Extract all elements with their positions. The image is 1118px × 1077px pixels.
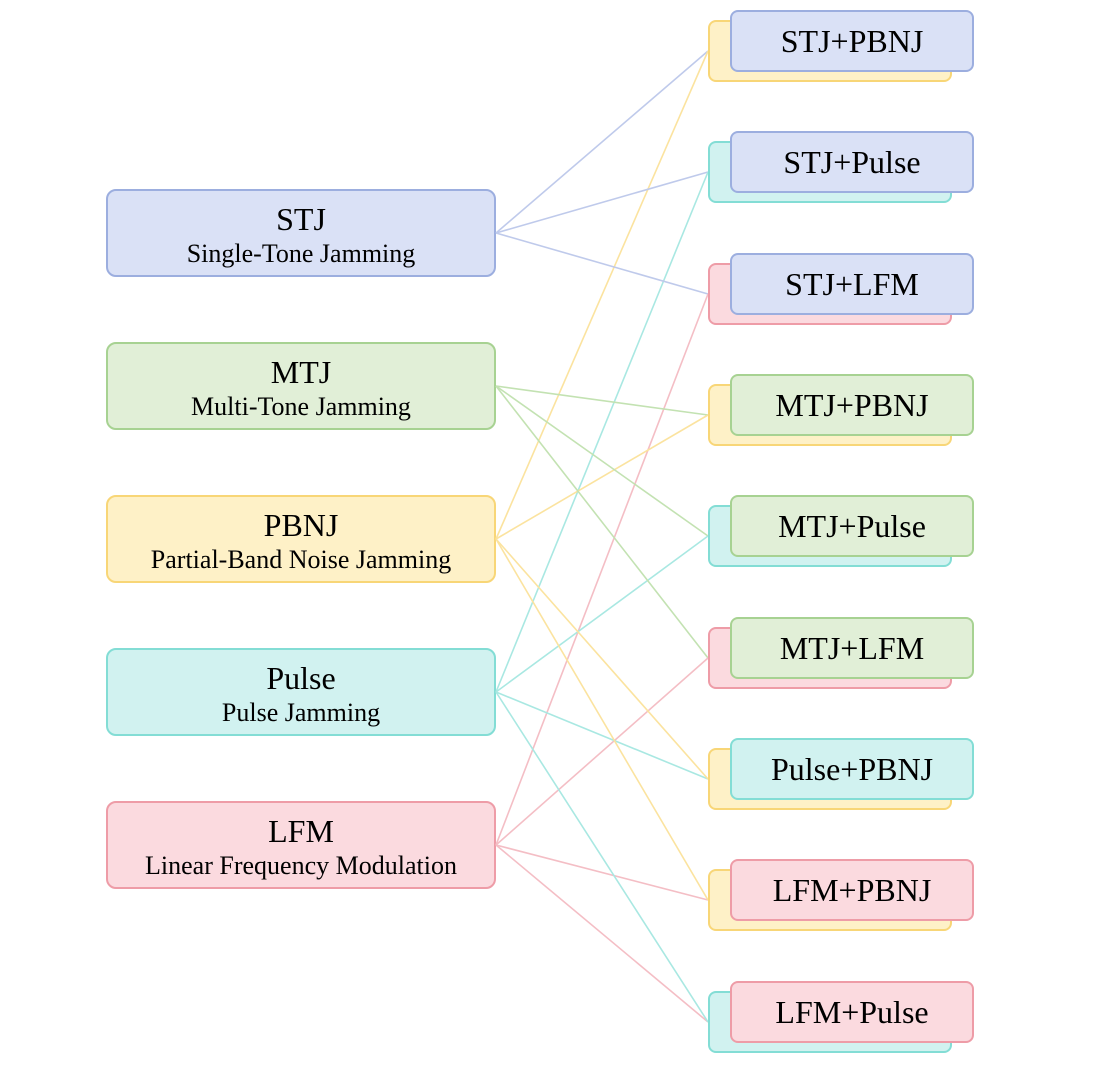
source-title: STJ (276, 201, 326, 237)
connector-pbnj-to-mtj-pbnj (495, 414, 709, 540)
source-node-lfm: LFM Linear Frequency Modulation (106, 801, 496, 889)
target-label: STJ+LFM (730, 253, 974, 315)
connector-mtj-to-mtj-pbnj (495, 385, 709, 416)
connector-pulse-to-mtj-pulse (495, 535, 709, 693)
connector-pbnj-to-lfm-pbnj (495, 538, 709, 901)
connector-lfm-to-mtj-lfm (495, 657, 709, 846)
source-title: MTJ (270, 354, 332, 390)
target-label: Pulse+PBNJ (730, 738, 974, 800)
connector-pulse-to-stj-pulse (495, 171, 709, 693)
source-title: PBNJ (263, 507, 339, 543)
target-node-stj-lfm: STJ+LFM (708, 253, 974, 325)
target-label: LFM+PBNJ (730, 859, 974, 921)
target-label: MTJ+LFM (730, 617, 974, 679)
source-node-mtj: MTJ Multi-Tone Jamming (106, 342, 496, 430)
connector-lfm-to-stj-lfm (495, 293, 709, 846)
connector-pbnj-to-pulse-pbnj (495, 538, 709, 780)
target-node-pulse-pbnj: Pulse+PBNJ (708, 738, 974, 810)
target-node-stj-pulse: STJ+Pulse (708, 131, 974, 203)
source-subtitle: Pulse Jamming (221, 698, 381, 727)
target-label: MTJ+PBNJ (730, 374, 974, 436)
target-label: MTJ+Pulse (730, 495, 974, 557)
source-title: LFM (268, 813, 334, 849)
source-subtitle: Multi-Tone Jamming (191, 392, 411, 421)
connector-mtj-to-mtj-pulse (495, 385, 709, 537)
connector-pulse-to-pulse-pbnj (495, 691, 709, 780)
connector-stj-to-stj-pbnj (495, 50, 709, 234)
target-node-mtj-lfm: MTJ+LFM (708, 617, 974, 689)
target-node-mtj-pbnj: MTJ+PBNJ (708, 374, 974, 446)
target-label: STJ+PBNJ (730, 10, 974, 72)
connector-stj-to-stj-lfm (495, 232, 709, 295)
source-subtitle: Single-Tone Jamming (186, 239, 416, 268)
connector-pbnj-to-stj-pbnj (495, 50, 709, 540)
target-node-lfm-pbnj: LFM+PBNJ (708, 859, 974, 931)
connector-stj-to-stj-pulse (495, 171, 709, 234)
connector-mtj-to-mtj-lfm (495, 385, 709, 659)
connector-lfm-to-lfm-pulse (495, 844, 709, 1023)
source-subtitle: Partial-Band Noise Jamming (150, 545, 452, 574)
source-node-stj: STJ Single-Tone Jamming (106, 189, 496, 277)
source-title: Pulse (266, 660, 336, 696)
source-subtitle: Linear Frequency Modulation (145, 851, 457, 880)
connector-pulse-to-lfm-pulse (495, 691, 709, 1023)
target-label: LFM+Pulse (730, 981, 974, 1043)
target-node-stj-pbnj: STJ+PBNJ (708, 10, 974, 82)
source-node-pulse: Pulse Pulse Jamming (106, 648, 496, 736)
target-label: STJ+Pulse (730, 131, 974, 193)
target-node-lfm-pulse: LFM+Pulse (708, 981, 974, 1053)
source-node-pbnj: PBNJ Partial-Band Noise Jamming (106, 495, 496, 583)
connector-lfm-to-lfm-pbnj (495, 844, 709, 901)
target-node-mtj-pulse: MTJ+Pulse (708, 495, 974, 567)
